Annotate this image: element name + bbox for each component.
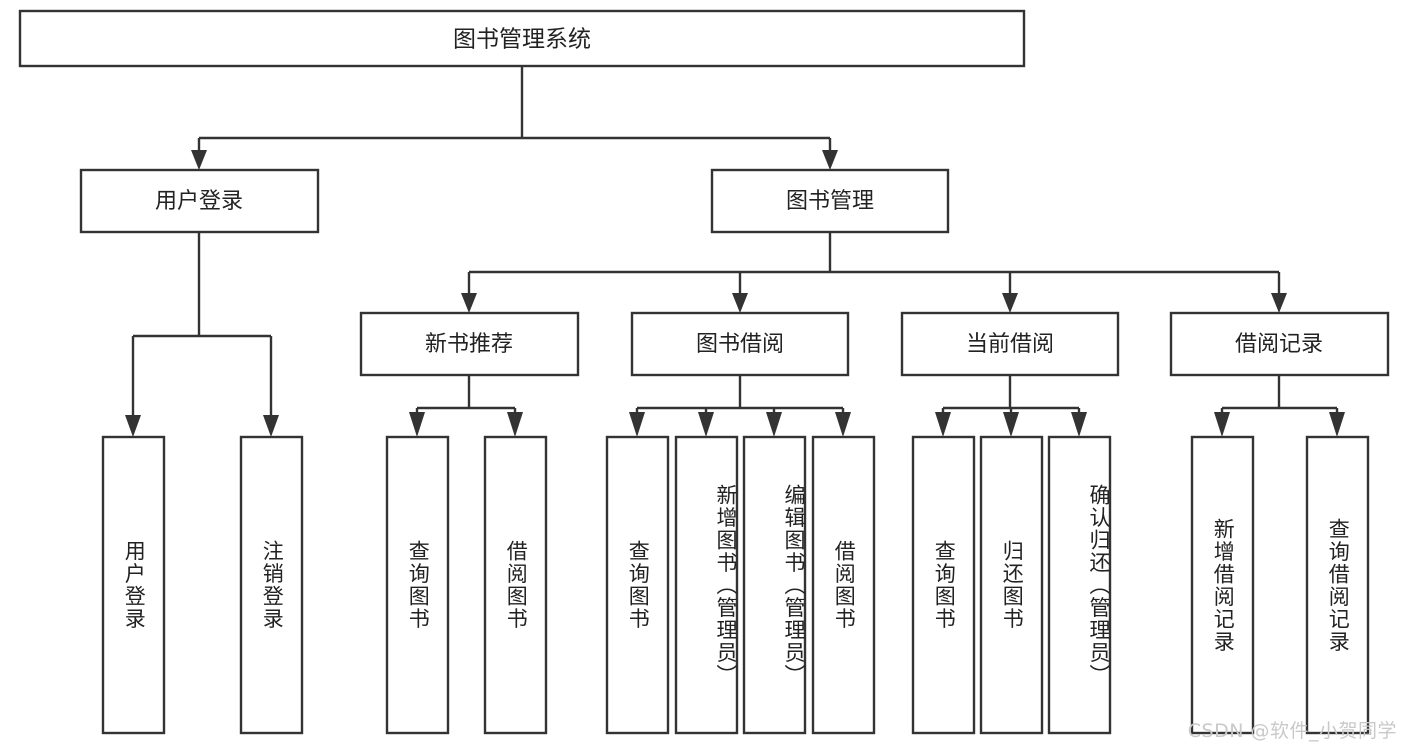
arrowhead-leaf-8: [835, 412, 851, 437]
node-user-login-label: 用户登录: [155, 189, 243, 214]
connector-group-user-login-to-leaves: [125, 232, 279, 437]
arrowhead-leaf-13: [1329, 412, 1345, 437]
arrowhead-leaf-4: [507, 412, 523, 437]
node-book-manage[interactable]: 图书管理: [710, 168, 950, 234]
node-root[interactable]: 图书管理系统: [18, 9, 1026, 68]
node-book-manage-label: 图书管理: [786, 189, 874, 214]
node-leaf-2-box[interactable]: [239, 435, 304, 735]
node-leaf-12-box[interactable]: [1190, 435, 1255, 735]
node-current-borrow[interactable]: 当前借阅: [900, 311, 1120, 377]
node-new-book-rec[interactable]: 新书推荐: [359, 311, 580, 377]
node-root-label: 图书管理系统: [453, 27, 591, 53]
arrowhead-leaf-12: [1214, 412, 1230, 437]
arrowhead-user-login: [191, 150, 207, 170]
connector-group-root-to-level2: [191, 66, 838, 170]
node-current-borrow-label: 当前借阅: [966, 332, 1054, 357]
node-book-borrow-label: 图书借阅: [696, 332, 784, 357]
node-leaf-1-box[interactable]: [101, 435, 166, 735]
arrowhead-current-borrow: [1002, 293, 1018, 313]
arrowhead-leaf-7: [766, 412, 782, 437]
node-leaf-4-box[interactable]: [483, 435, 548, 735]
node-root-box[interactable]: [18, 9, 1026, 68]
arrowhead-leaf-2: [263, 415, 279, 437]
connector-group-book-manage-to-level3: [461, 232, 1287, 313]
node-book-borrow[interactable]: 图书借阅: [630, 311, 850, 377]
connector-group-borrow-record-to-leaves: [1214, 375, 1345, 437]
arrowhead-leaf-1: [125, 415, 141, 437]
node-book-borrow-box[interactable]: [630, 311, 850, 377]
arrowhead-leaf-11: [1071, 412, 1087, 437]
node-leaf-3-box[interactable]: [385, 435, 450, 735]
node-current-borrow-box[interactable]: [900, 311, 1120, 377]
arrowhead-leaf-10: [1003, 412, 1019, 437]
node-leaf-5-box[interactable]: [605, 435, 670, 735]
arrowhead-book-borrow: [732, 293, 748, 313]
node-borrow-record-box[interactable]: [1169, 311, 1390, 377]
node-borrow-record-label: 借阅记录: [1235, 332, 1323, 357]
connector-group-current-borrow-to-leaves: [935, 375, 1087, 437]
node-new-book-rec-box[interactable]: [359, 311, 580, 377]
arrowhead-leaf-5: [629, 412, 645, 437]
connector-group-book-borrow-to-leaves: [629, 375, 851, 437]
node-leaf-10-box[interactable]: [979, 435, 1044, 735]
node-leaf-9-box[interactable]: [911, 435, 976, 735]
arrowhead-leaf-3: [409, 412, 425, 437]
node-leaf-13-box[interactable]: [1305, 435, 1370, 735]
node-leaf-7-box[interactable]: [742, 435, 807, 735]
arrowhead-leaf-9: [935, 412, 951, 437]
node-leaf-11-box[interactable]: [1047, 435, 1112, 735]
arrowhead-leaf-6: [698, 412, 714, 437]
arrowhead-borrow-record: [1271, 293, 1287, 313]
node-leaf-8-box[interactable]: [811, 435, 876, 735]
node-user-login[interactable]: 用户登录: [79, 168, 320, 234]
connector-group-new-book-rec-to-leaves: [409, 375, 523, 437]
node-user-login-box[interactable]: [79, 168, 320, 234]
node-leaf-6-box[interactable]: [674, 435, 739, 735]
node-book-manage-box[interactable]: [710, 168, 950, 234]
watermark-text: CSDN @软件_小贺同学: [1187, 720, 1397, 742]
node-borrow-record[interactable]: 借阅记录: [1169, 311, 1390, 377]
arrowhead-book-manage: [822, 150, 838, 170]
arrowhead-new-book-rec: [461, 293, 477, 313]
node-new-book-rec-label: 新书推荐: [425, 332, 513, 357]
